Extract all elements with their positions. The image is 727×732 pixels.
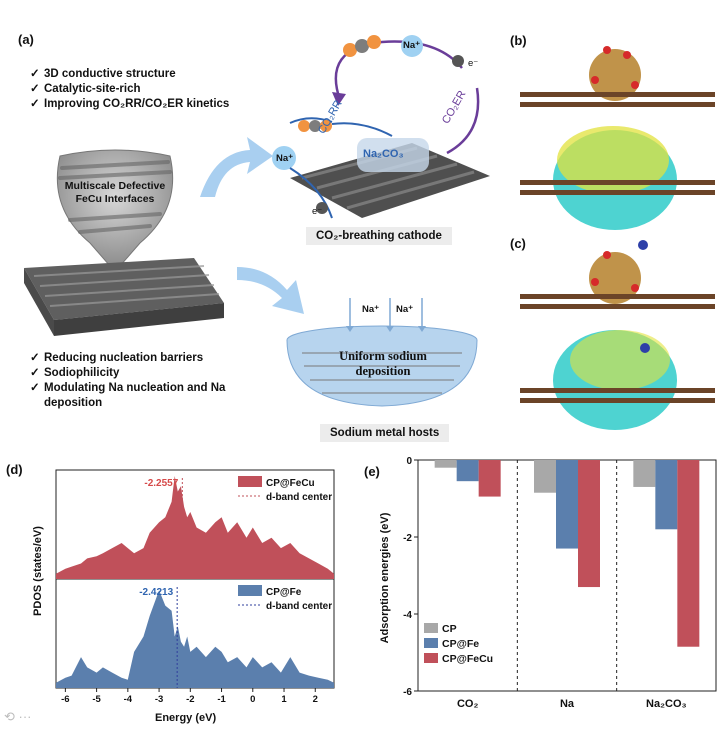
cathode-illustration: [272, 35, 490, 219]
feature-item: ✓Sodiophilicity: [30, 367, 120, 379]
legend-label: CP@FeCu: [266, 478, 315, 489]
panel-c-label: (c): [510, 236, 526, 251]
legend-label: d-band center: [266, 601, 332, 612]
panel-e-label: (e): [364, 464, 380, 479]
x-tick-label: -4: [124, 694, 133, 704]
cluster-structure-b: [520, 46, 715, 107]
feature-item: ✓Reducing nucleation barriers: [30, 352, 204, 364]
y-tick-label: -2: [403, 533, 412, 544]
flow-arrow-up: [200, 137, 273, 197]
magnifier-caption: Multiscale Defective FeCu Interfaces: [52, 180, 178, 206]
uniform-line: deposition: [355, 364, 411, 378]
y-tick-label: 0: [406, 456, 412, 467]
x-tick-label: -3: [155, 694, 163, 704]
magnifier-caption-line: FeCu Interfaces: [75, 193, 155, 205]
feature-item: ✓3D conductive structure: [30, 68, 176, 80]
panel-d-label: (d): [6, 462, 23, 477]
y-tick-label: -6: [403, 687, 412, 698]
legend-label: CP: [442, 623, 457, 635]
legend-label: CP@Fe: [266, 587, 302, 598]
bar-CP@Fe: [556, 460, 578, 549]
x-tick-label: 2: [313, 694, 318, 704]
host-banner: Sodium metal hosts: [320, 424, 450, 442]
uniform-line: Uniform sodium: [339, 349, 427, 363]
magnifier-illustration: [56, 149, 174, 267]
top-feature-list: ✓3D conductive structure ✓Catalytic-site…: [30, 67, 229, 112]
flow-arrow-down: [237, 267, 304, 314]
feature-item: deposition: [44, 397, 103, 409]
host-na-plus-2: Na⁺: [396, 304, 414, 315]
legend-label: CP@Fe: [442, 638, 479, 650]
electron-bottom: e⁻: [312, 206, 323, 217]
feature-item: ✓Modulating Na nucleation and Na: [30, 382, 226, 394]
electron-top: e⁻: [468, 58, 479, 69]
pdos-area-CP@Fe: [56, 590, 334, 688]
d-band-center-value: -2.4213: [139, 587, 173, 598]
check-icon: ✓: [30, 68, 40, 80]
x-tick-label: -2: [186, 694, 194, 704]
legend-label: d-band center: [266, 492, 332, 503]
bar-CP: [633, 460, 656, 487]
legend-swatch: [238, 476, 262, 487]
bar-CP@FeCu: [478, 460, 501, 497]
charge-density-b: [520, 126, 715, 230]
category-label: CO₂: [457, 698, 479, 710]
pdos-chart: -2.2557 CP@FeCu d-band center -2.4213 CP@Fe d…: [55, 469, 335, 704]
category-label: Na: [560, 698, 575, 710]
na-plus-ion-left: Na⁺: [276, 153, 294, 164]
dft-structure-images: [520, 46, 715, 430]
bar-CP: [534, 460, 556, 493]
legend-swatch: [424, 653, 438, 663]
charge-density-c: [520, 330, 715, 430]
bar-CP@Fe: [456, 460, 479, 482]
uniform-deposition-label: Uniform sodium deposition: [318, 349, 448, 379]
feature-item: ✓Improving CO₂RR/CO₂ER kinetics: [30, 98, 230, 110]
x-tick-label: 1: [281, 694, 287, 704]
bar-CP: [434, 460, 457, 468]
feature-item: ✓Catalytic-site-rich: [30, 83, 141, 95]
panel-b-label: (b): [510, 33, 527, 48]
na-plus-ion-top: Na⁺: [403, 40, 421, 51]
legend-label: CP@FeCu: [442, 653, 493, 665]
panel-a-label: (a): [18, 32, 34, 47]
category-label: Na₂CO₃: [646, 698, 687, 710]
legend-swatch: [238, 585, 262, 596]
legend-swatch: [424, 638, 438, 648]
check-icon: ✓: [30, 83, 40, 95]
check-icon: ✓: [30, 352, 40, 364]
carbon-paper-scaffold: [24, 258, 224, 336]
check-icon: ✓: [30, 382, 40, 394]
check-icon: ✓: [30, 98, 40, 110]
watermark: ⟲ ···: [4, 709, 32, 724]
na2co3-label: Na₂CO₃: [363, 148, 404, 160]
legend-swatch: [424, 623, 438, 633]
check-icon: ✓: [30, 367, 40, 379]
bottom-feature-list: ✓Reducing nucleation barriers ✓Sodiophil…: [30, 351, 225, 411]
bar-CP@Fe: [655, 460, 678, 530]
sodium-host-illustration: [286, 298, 478, 407]
d-band-center-value: -2.2557: [144, 478, 178, 489]
x-tick-label: 0: [250, 694, 255, 704]
bar-CP@FeCu: [578, 460, 600, 588]
bar-CP@FeCu: [677, 460, 700, 647]
pdos-area-CP@FeCu: [56, 476, 334, 579]
x-tick-label: -5: [92, 694, 101, 704]
y-tick-label: -4: [403, 610, 412, 621]
x-tick-label: -1: [217, 694, 226, 704]
x-tick-label: -6: [61, 694, 69, 704]
cathode-banner: CO₂-breathing cathode: [306, 227, 452, 245]
pdos-xlabel: Energy (eV): [155, 712, 217, 724]
cluster-structure-c: [520, 240, 715, 309]
pdos-ylabel: PDOS (states/eV): [32, 526, 44, 616]
host-na-plus-1: Na⁺: [362, 304, 380, 315]
magnifier-caption-line: Multiscale Defective: [64, 180, 166, 192]
